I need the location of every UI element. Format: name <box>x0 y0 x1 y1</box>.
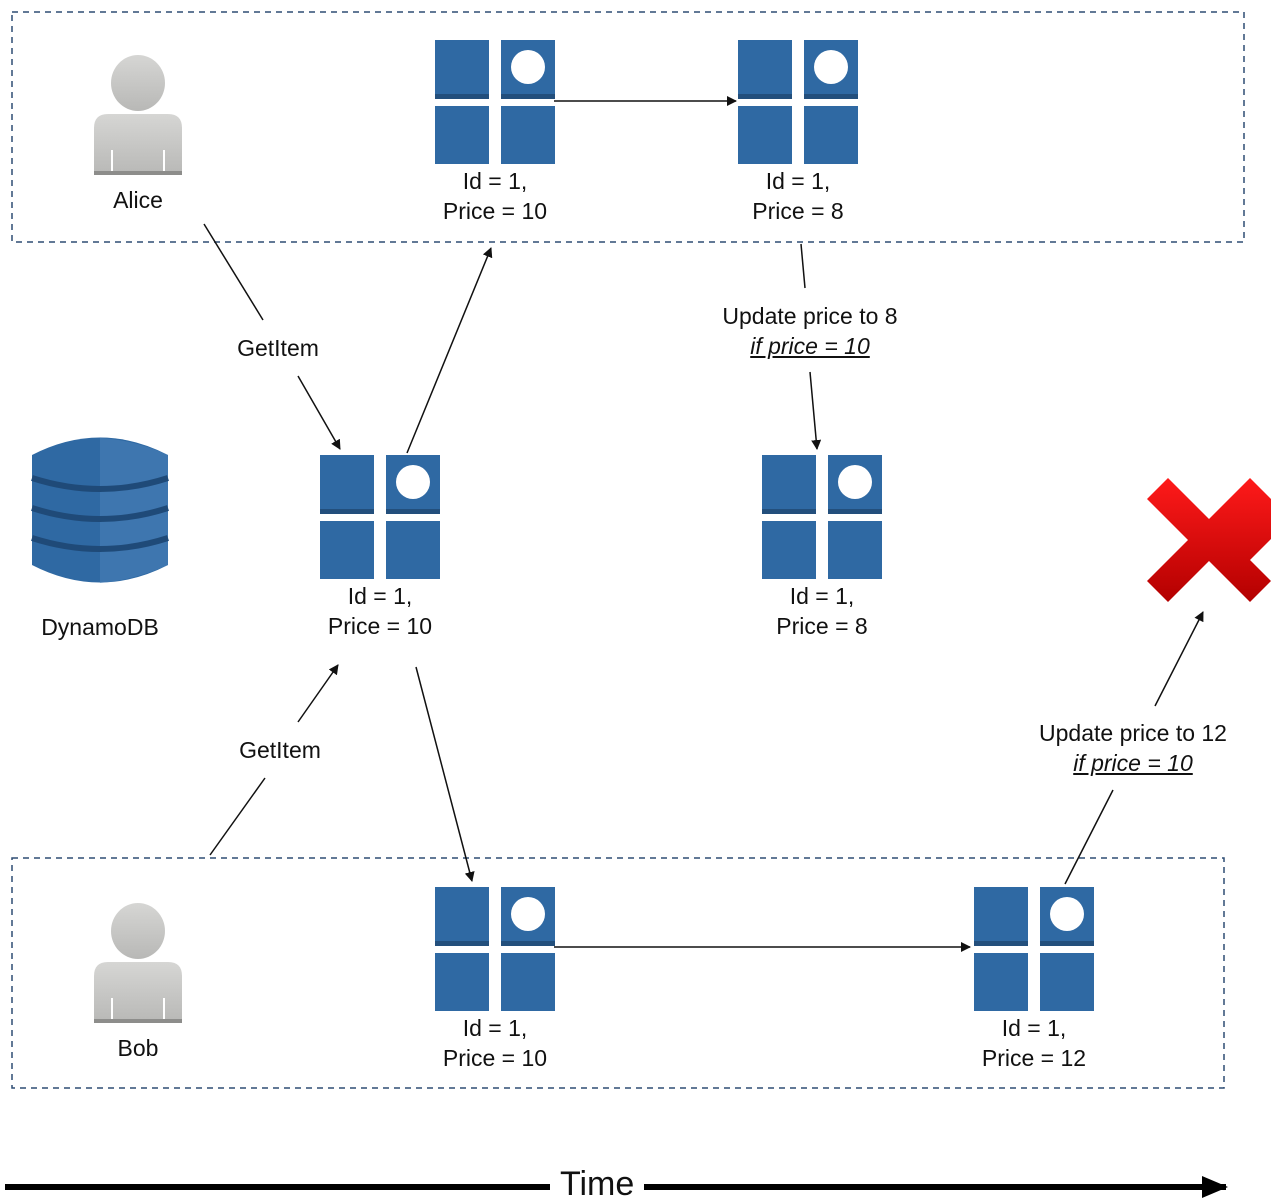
time-axis-label: Time <box>550 1164 645 1204</box>
item-price-text: Price = 10 <box>327 613 433 639</box>
bob-label: Bob <box>117 1035 159 1061</box>
item-id-text: Id = 1, <box>789 583 855 609</box>
db-to-alice-arrow <box>406 247 493 454</box>
alice-update-arrow <box>809 371 822 450</box>
bob-item-1-label: Id = 1, Price = 10 <box>415 1013 575 1073</box>
item-icon <box>435 887 555 1011</box>
update-condition: if price = 10 <box>750 333 870 359</box>
alice-group-box <box>11 11 1245 243</box>
item-icon <box>738 40 858 164</box>
bob-update-line-lower <box>1064 789 1114 885</box>
alice-getitem-arrow <box>297 375 341 450</box>
item-id-text: Id = 1, <box>765 168 831 194</box>
alice-getitem-line-upper <box>203 223 264 321</box>
item-icon <box>435 40 555 164</box>
person-icon <box>94 903 182 1023</box>
bob-update-label: Update price to 12 if price = 10 <box>1013 718 1253 778</box>
failure-x-icon <box>1147 478 1271 602</box>
item-price-text: Price = 10 <box>442 1045 548 1071</box>
person-icon <box>94 55 182 175</box>
dynamodb-label: DynamoDB <box>41 614 159 640</box>
db-item-2-label: Id = 1, Price = 8 <box>742 581 902 641</box>
update-text: Update price to 8 <box>722 303 898 329</box>
alice-item-2-label: Id = 1, Price = 8 <box>718 166 878 226</box>
item-price-text: Price = 8 <box>752 198 844 224</box>
db-to-bob-arrow <box>415 666 475 882</box>
item-price-text: Price = 8 <box>776 613 868 639</box>
bob-getitem-arrow <box>297 664 339 723</box>
bob-update-arrow <box>1154 611 1204 707</box>
item-id-text: Id = 1, <box>462 168 528 194</box>
alice-item-1-label: Id = 1, Price = 10 <box>415 166 575 226</box>
item-icon <box>320 455 440 579</box>
alice-getitem-label: GetItem <box>237 335 319 361</box>
item-icon <box>762 455 882 579</box>
item-id-text: Id = 1, <box>347 583 413 609</box>
dynamodb-icon <box>31 437 169 583</box>
item-price-text: Price = 10 <box>442 198 548 224</box>
item-icon <box>974 887 1094 1011</box>
alice-update-line-upper <box>800 243 806 289</box>
db-item-1-label: Id = 1, Price = 10 <box>300 581 460 641</box>
item-price-text: Price = 12 <box>981 1045 1087 1071</box>
update-text: Update price to 12 <box>1039 720 1227 746</box>
bob-group-box <box>11 857 1225 1089</box>
bob-getitem-line-lower <box>209 777 266 856</box>
update-condition: if price = 10 <box>1073 750 1193 776</box>
alice-update-label: Update price to 8 if price = 10 <box>690 301 930 361</box>
alice-label: Alice <box>113 187 163 213</box>
item-id-text: Id = 1, <box>462 1015 528 1041</box>
item-id-text: Id = 1, <box>1001 1015 1067 1041</box>
bob-item-2-label: Id = 1, Price = 12 <box>954 1013 1114 1073</box>
bob-getitem-label: GetItem <box>239 737 321 763</box>
